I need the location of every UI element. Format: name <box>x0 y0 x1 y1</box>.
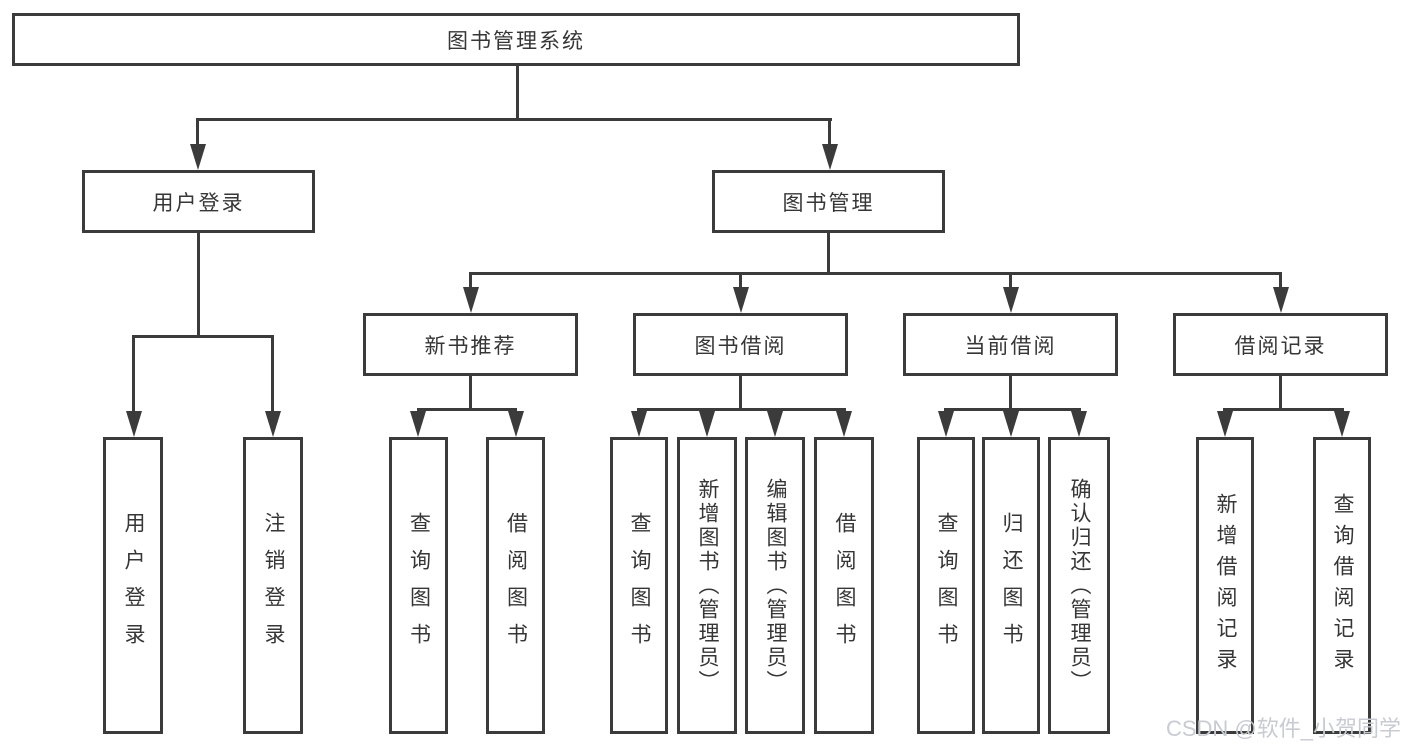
arrowhead-down-icon <box>1273 287 1289 313</box>
leaf-query-books: 查询图书 <box>917 437 975 734</box>
connector-group-drop <box>1009 376 1012 408</box>
leaf-query-books: 查询图书 <box>610 437 668 734</box>
leaf-user-login: 用户登录 <box>103 437 163 734</box>
connector-user-login-drop <box>197 233 200 335</box>
arrowhead-down-icon <box>463 287 479 313</box>
leaf-label: 借阅图书 <box>833 511 856 660</box>
leaf-label: 新增图书（管理员） <box>696 477 719 694</box>
leaf-edit-books-admin: 编辑图书（管理员） <box>745 437 805 734</box>
node-library-management-system: 图书管理系统 <box>12 13 1020 66</box>
arrowhead-down-icon <box>126 411 142 437</box>
arrowhead-down-icon <box>631 411 647 437</box>
leaf-label: 查询图书 <box>628 511 651 660</box>
node-label: 图书借阅 <box>694 334 787 358</box>
node-label: 图书管理 <box>782 191 875 215</box>
node-label: 新书推荐 <box>424 334 517 358</box>
arrowhead-down-icon <box>190 144 206 170</box>
leaf-label: 用户登录 <box>122 511 145 660</box>
arrowhead-down-icon <box>1003 411 1019 437</box>
arrowhead-down-icon <box>699 411 715 437</box>
arrowhead-down-icon <box>938 411 954 437</box>
connector-level1-bus <box>196 118 832 121</box>
arrowhead-down-icon <box>1071 411 1087 437</box>
node-current-borrow: 当前借阅 <box>903 313 1118 376</box>
connector-group-drop <box>739 376 742 408</box>
arrowhead-down-icon <box>265 411 281 437</box>
arrowhead-down-icon <box>822 144 838 170</box>
csdn-watermark: CSDN @软件_小贺同学 <box>1165 716 1401 741</box>
connector-drop-borrow-records <box>1279 272 1282 289</box>
leaf-query-books: 查询图书 <box>389 437 448 734</box>
arrowhead-down-icon <box>733 287 749 313</box>
connector-group-drop <box>1279 376 1282 408</box>
node-label: 用户登录 <box>152 191 245 215</box>
leaf-label: 新增借阅记录 <box>1214 492 1237 679</box>
node-label: 当前借阅 <box>964 334 1057 358</box>
arrowhead-down-icon <box>836 411 852 437</box>
connector-group-bus <box>417 408 517 411</box>
connector-drop-user-login <box>196 118 199 148</box>
leaf-label: 注销登录 <box>262 511 285 660</box>
connector-group-bus <box>1223 408 1344 411</box>
node-label: 借阅记录 <box>1234 334 1327 358</box>
node-label: 图书管理系统 <box>447 29 585 53</box>
connector-drop-login <box>132 335 135 413</box>
connector-level2-bus <box>469 272 1282 275</box>
connector-group-drop <box>469 376 472 408</box>
connector-drop-book-borrow <box>739 272 742 289</box>
leaf-add-borrow-record: 新增借阅记录 <box>1196 437 1254 734</box>
leaf-label: 查询图书 <box>935 511 958 660</box>
connector-drop-logout <box>271 335 274 413</box>
node-borrow-records: 借阅记录 <box>1173 313 1388 376</box>
connector-group-bus <box>944 408 1081 411</box>
leaf-borrow-books: 借阅图书 <box>486 437 545 734</box>
leaf-label: 确认归还（管理员） <box>1068 477 1091 694</box>
connector-drop-current-borrow <box>1009 272 1012 289</box>
node-book-management: 图书管理 <box>712 170 945 233</box>
leaf-logout: 注销登录 <box>243 437 303 734</box>
leaf-add-books-admin: 新增图书（管理员） <box>677 437 737 734</box>
arrowhead-down-icon <box>767 411 783 437</box>
leaf-return-books: 归还图书 <box>982 437 1040 734</box>
leaf-label: 借阅图书 <box>504 511 528 660</box>
connector-book-management-drop <box>827 233 830 272</box>
connector-drop-new-book <box>469 272 472 289</box>
arrowhead-down-icon <box>1334 411 1350 437</box>
leaf-borrow-books: 借阅图书 <box>814 437 874 734</box>
leaf-label: 归还图书 <box>1000 511 1023 660</box>
arrowhead-down-icon <box>1003 287 1019 313</box>
node-user-login: 用户登录 <box>82 170 315 233</box>
arrowhead-down-icon <box>508 411 524 437</box>
node-new-book-recommend: 新书推荐 <box>363 313 578 376</box>
connector-drop-book-management <box>828 118 831 148</box>
arrowhead-down-icon <box>410 411 426 437</box>
connector-root-drop <box>516 66 519 118</box>
node-book-borrow: 图书借阅 <box>633 313 848 376</box>
leaf-label: 查询图书 <box>407 511 431 660</box>
connector-group-bus <box>637 408 846 411</box>
leaf-label: 查询借阅记录 <box>1331 492 1354 679</box>
leaf-query-borrow-record: 查询借阅记录 <box>1313 437 1371 734</box>
connector-user-login-bus <box>132 335 274 338</box>
leaf-label: 编辑图书（管理员） <box>764 477 787 694</box>
leaf-confirm-return-admin: 确认归还（管理员） <box>1048 437 1110 734</box>
arrowhead-down-icon <box>1217 411 1233 437</box>
